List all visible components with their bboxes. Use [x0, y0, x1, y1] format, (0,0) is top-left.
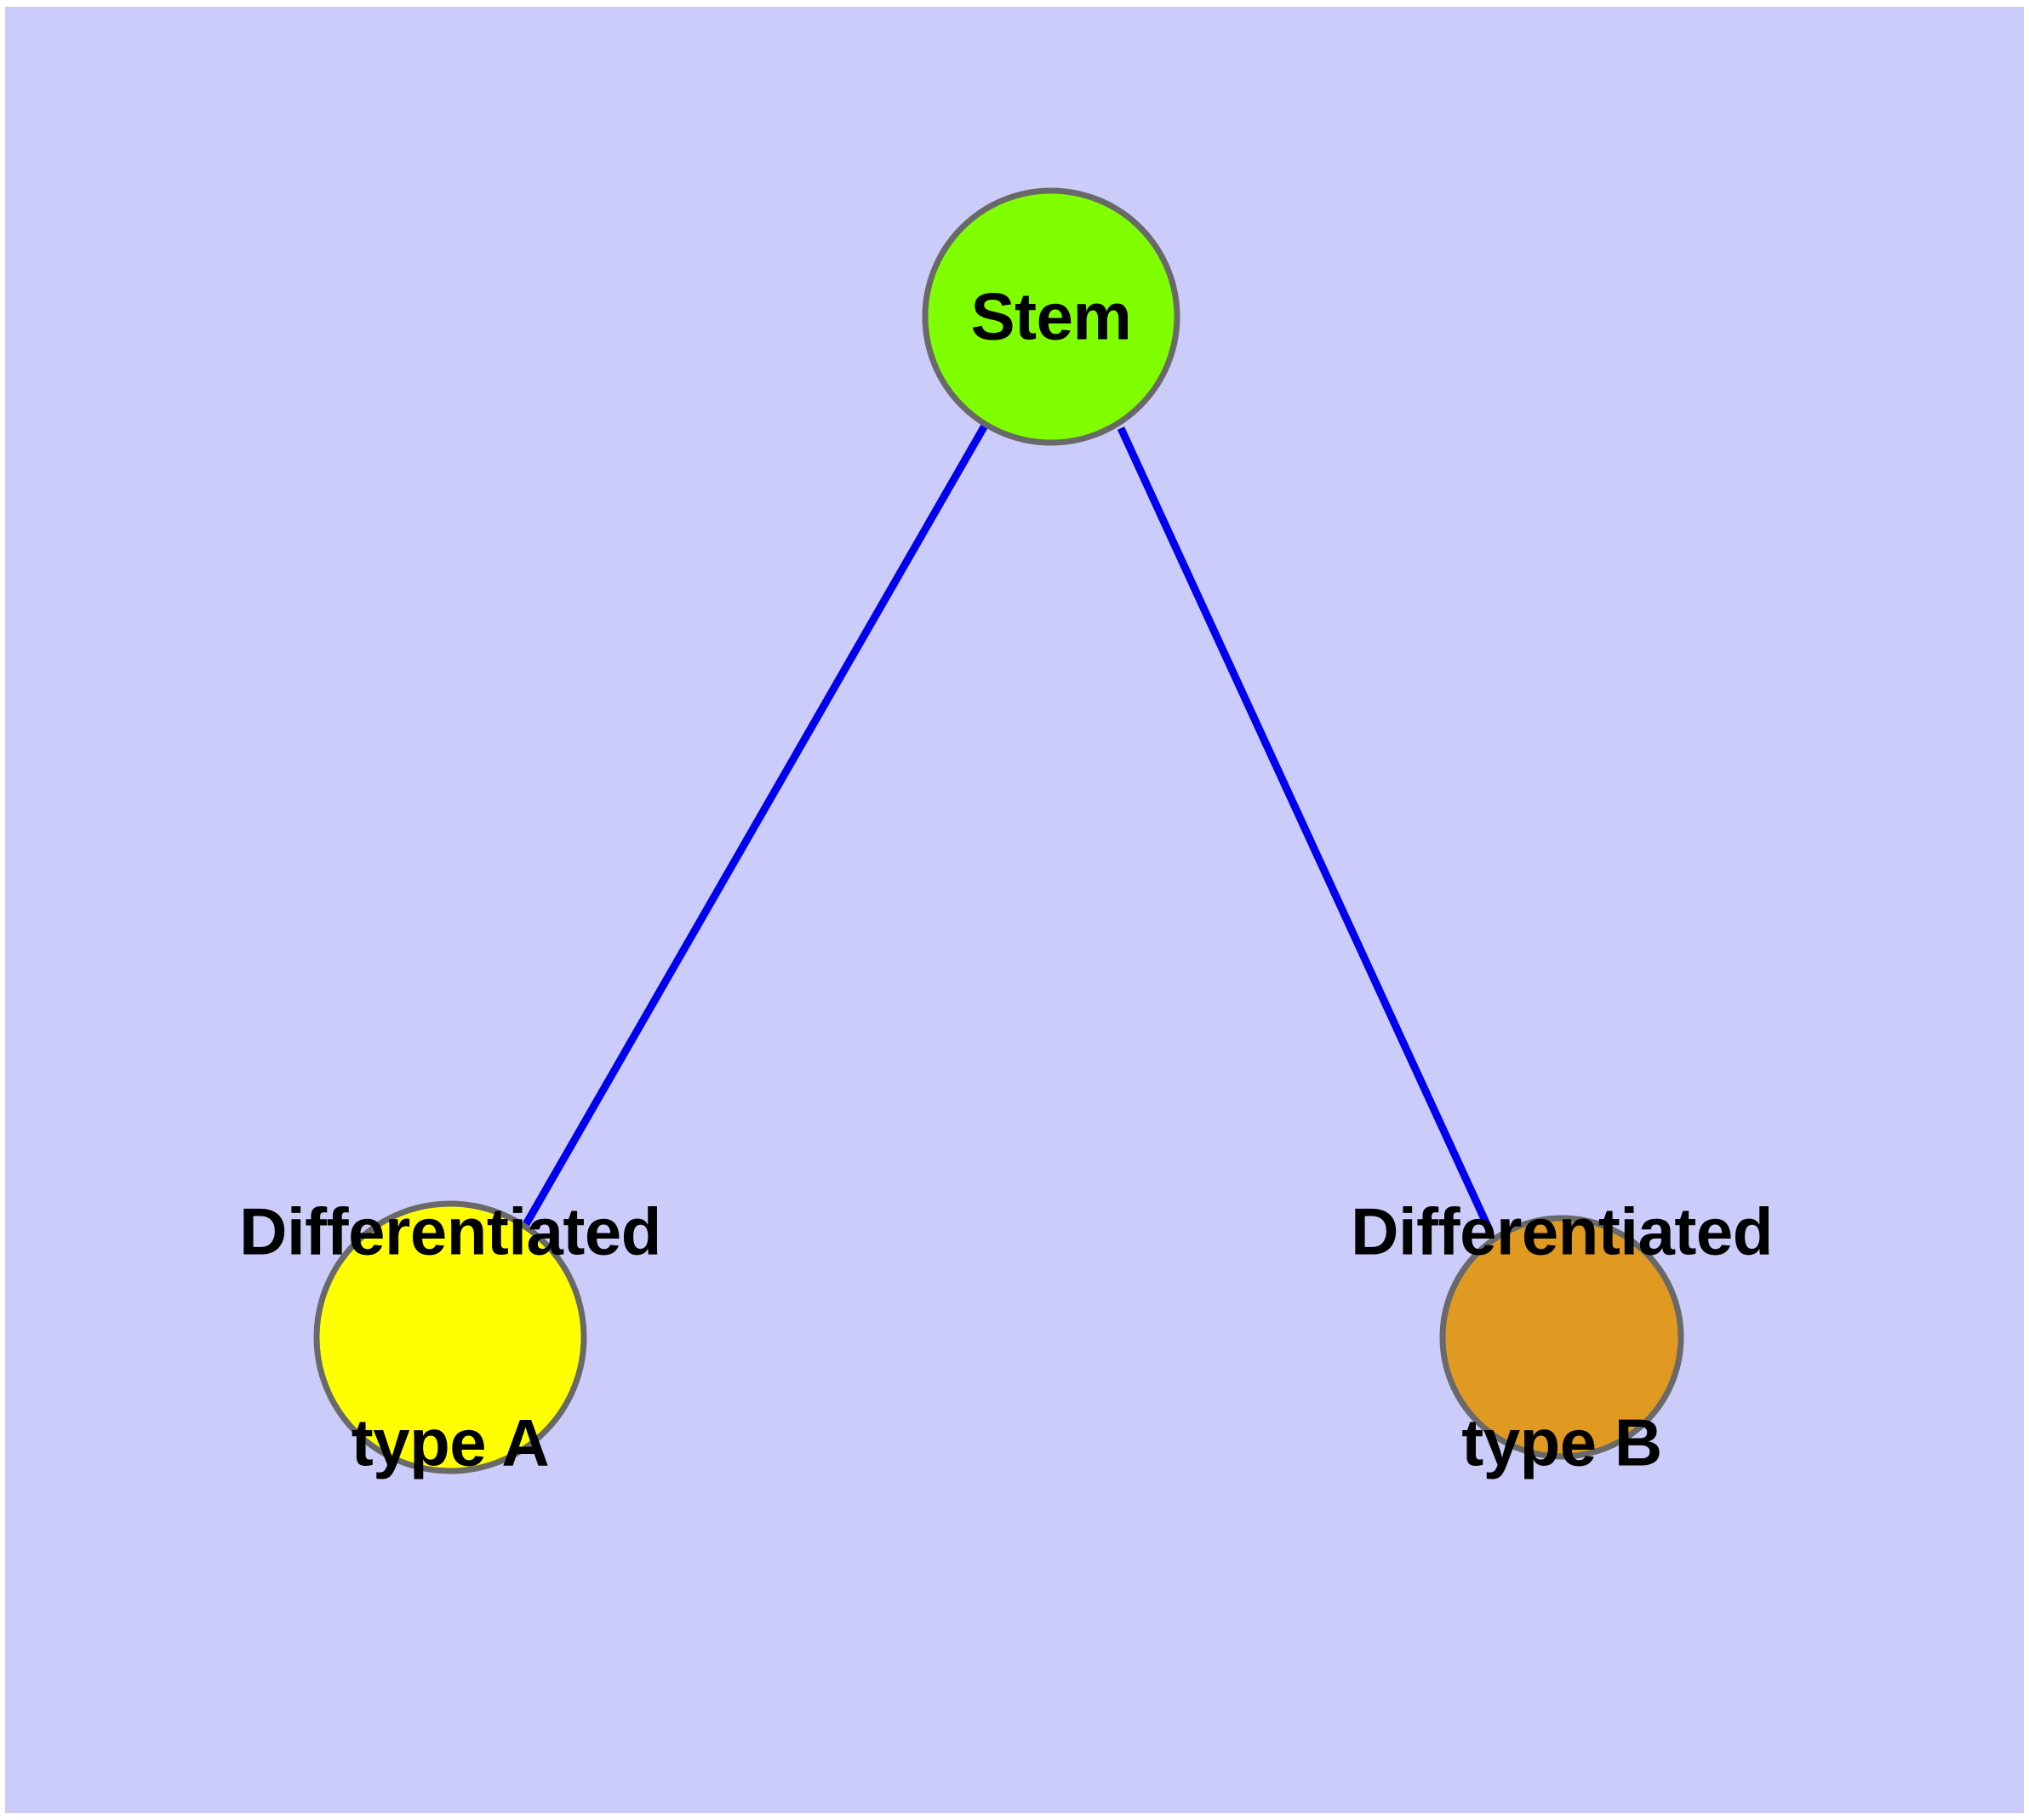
edge-layer: [522, 423, 1494, 1232]
node-stem-circle[interactable]: [922, 187, 1180, 446]
node-differentiated-type-a-circle[interactable]: [313, 1200, 587, 1474]
edge-stem-to-differentiated-type-b[interactable]: [1117, 426, 1494, 1232]
edge-stem-to-differentiated-type-a[interactable]: [522, 423, 988, 1228]
node-layer: [313, 187, 1684, 1474]
node-differentiated-type-b-circle[interactable]: [1439, 1215, 1684, 1460]
